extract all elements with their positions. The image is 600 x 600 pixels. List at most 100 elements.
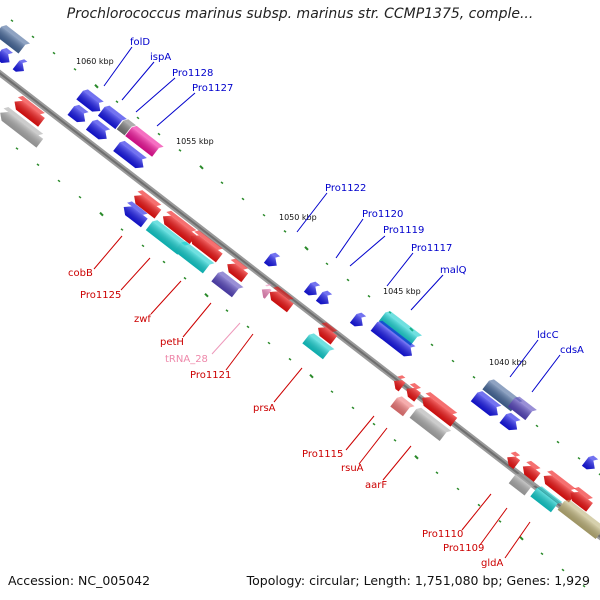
gene-label-pro1125[interactable]: Pro1125 bbox=[80, 290, 121, 301]
gene-arrow-ispA[interactable] bbox=[97, 104, 127, 131]
scale-tick bbox=[393, 438, 397, 442]
reverse-gene-labels: cobB Pro1125 zwf petH tRNA_28 Pro1121 pr… bbox=[68, 268, 503, 569]
gene-arrow[interactable] bbox=[499, 411, 523, 434]
genome-backbone bbox=[0, 69, 600, 541]
gene-arrow-pro1109[interactable] bbox=[508, 471, 537, 497]
scale-tick bbox=[99, 211, 104, 217]
gene-arrow-zwf[interactable] bbox=[187, 228, 225, 263]
scale-tick bbox=[220, 181, 224, 185]
gene-label-foldD[interactable]: folD bbox=[130, 37, 150, 48]
scale-tick bbox=[52, 51, 56, 55]
gene-arrow[interactable] bbox=[409, 406, 452, 443]
gene-label-pro1120[interactable]: Pro1120 bbox=[362, 209, 403, 220]
scale-tick bbox=[372, 422, 376, 426]
gene-label-gldA[interactable]: gldA bbox=[481, 558, 503, 569]
gene-arrow[interactable] bbox=[567, 485, 595, 512]
scale-tick bbox=[561, 568, 565, 572]
gene-arrow-cdsA[interactable] bbox=[507, 395, 537, 422]
gene-label-pro1119[interactable]: Pro1119 bbox=[383, 225, 424, 236]
gene-arrow[interactable] bbox=[504, 450, 523, 470]
gene-arrow[interactable] bbox=[120, 200, 150, 228]
gene-arrow[interactable] bbox=[211, 270, 244, 300]
gene-label-ldcC[interactable]: ldcC bbox=[537, 330, 559, 341]
gene-arrow-malQ[interactable] bbox=[378, 309, 423, 347]
scale-tick bbox=[351, 406, 355, 410]
scale-labels: 1060 kbp 1055 kbp 1050 kbp 1045 kbp 1040… bbox=[76, 57, 527, 367]
gene-arrow[interactable] bbox=[67, 103, 91, 126]
gene-arrow-ldcC[interactable] bbox=[482, 377, 523, 413]
scale-tick bbox=[498, 520, 502, 523]
scale-tick bbox=[430, 343, 434, 347]
gene-arrow-pro1120[interactable] bbox=[303, 280, 323, 299]
scale-tick bbox=[288, 357, 292, 361]
gene-arrow[interactable] bbox=[0, 46, 15, 66]
gene-label-pro1128[interactable]: Pro1128 bbox=[172, 68, 213, 79]
gene-arrow-pro1127[interactable] bbox=[113, 139, 149, 172]
gene-arrow[interactable] bbox=[12, 57, 30, 75]
gene-arrow[interactable] bbox=[174, 239, 215, 275]
gene-label-petH[interactable]: petH bbox=[160, 337, 184, 348]
gene-arrow-aarF[interactable] bbox=[419, 390, 460, 427]
gene-arrow-trna28[interactable] bbox=[258, 282, 273, 299]
gene-label-trna28[interactable]: tRNA_28 bbox=[165, 354, 208, 365]
gene-label-cdsA[interactable]: cdsA bbox=[560, 345, 584, 356]
scale-tick bbox=[598, 473, 600, 476]
gene-label-zwf[interactable]: zwf bbox=[134, 314, 151, 325]
gene-label-aarF[interactable]: aarF bbox=[365, 480, 387, 491]
gene-label-pro1122[interactable]: Pro1122 bbox=[325, 183, 366, 194]
gene-arrow[interactable] bbox=[302, 332, 335, 362]
gene-arrow-cobB[interactable] bbox=[131, 188, 164, 219]
scale-tick bbox=[225, 309, 229, 312]
gene-arrow[interactable] bbox=[0, 23, 31, 55]
gene-label-pro1115[interactable]: Pro1115 bbox=[302, 449, 343, 460]
scale-label-1040: 1040 kbp bbox=[489, 358, 527, 367]
gene-arrow[interactable] bbox=[85, 118, 113, 143]
gene-arrow-rsuA[interactable] bbox=[390, 395, 415, 418]
gene-arrow-prsA[interactable] bbox=[315, 320, 340, 345]
scale-label-1050: 1050 kbp bbox=[279, 213, 317, 222]
scale-tick bbox=[246, 325, 250, 329]
gene-arrow-pro1117[interactable] bbox=[349, 311, 369, 330]
scale-label-1060: 1060 kbp bbox=[76, 57, 114, 66]
scale-tick bbox=[283, 230, 287, 233]
gene-arrow[interactable] bbox=[581, 454, 600, 473]
scale-tick bbox=[120, 228, 124, 231]
scale-tick bbox=[304, 246, 309, 251]
gene-label-ispA[interactable]: ispA bbox=[150, 52, 171, 63]
gene-arrow[interactable] bbox=[11, 94, 47, 127]
gene-arrow-pro1115[interactable] bbox=[403, 381, 423, 402]
scale-tick bbox=[456, 487, 460, 491]
gene-arrow-pro1128[interactable] bbox=[125, 124, 164, 158]
gene-arrow[interactable] bbox=[116, 117, 137, 137]
gene-label-pro1117[interactable]: Pro1117 bbox=[411, 243, 452, 254]
gene-arrow-folD[interactable] bbox=[76, 88, 106, 116]
scale-tick bbox=[183, 276, 187, 280]
gene-arrow[interactable] bbox=[0, 105, 46, 148]
gene-label-pro1127[interactable]: Pro1127 bbox=[192, 83, 233, 94]
gene-arrow-pro1110[interactable] bbox=[520, 459, 543, 482]
gene-label-malQ[interactable]: malQ bbox=[440, 265, 467, 276]
gene-label-cobB[interactable]: cobB bbox=[68, 268, 93, 279]
scale-tick bbox=[309, 374, 314, 379]
gene-arrow[interactable] bbox=[145, 218, 190, 256]
gene-arrow-pro1121[interactable] bbox=[266, 285, 296, 313]
gene-arrow-petH[interactable] bbox=[224, 257, 251, 283]
gene-arrow[interactable] bbox=[470, 389, 504, 419]
gene-arrow[interactable] bbox=[391, 373, 408, 392]
scale-tick bbox=[157, 132, 161, 136]
gene-arrow-pro1125[interactable] bbox=[160, 209, 199, 244]
gene-label-rsuA[interactable]: rsuA bbox=[341, 463, 364, 474]
gene-label-pro1121[interactable]: Pro1121 bbox=[190, 370, 231, 381]
gene-arrow[interactable] bbox=[540, 468, 578, 503]
scale-tick bbox=[367, 294, 371, 298]
scale-tick bbox=[241, 197, 245, 201]
gene-arrow[interactable] bbox=[530, 485, 563, 515]
gene-arrow-pro1119[interactable] bbox=[315, 289, 335, 308]
gene-label-prsA[interactable]: prsA bbox=[253, 403, 276, 414]
gene-arrow[interactable] bbox=[370, 319, 418, 360]
gene-label-pro1110[interactable]: Pro1110 bbox=[422, 529, 463, 540]
gene-arrow-pro1122[interactable] bbox=[263, 251, 283, 270]
gene-label-pro1109[interactable]: Pro1109 bbox=[443, 543, 484, 554]
gene-arrow-gldA[interactable] bbox=[557, 498, 600, 541]
